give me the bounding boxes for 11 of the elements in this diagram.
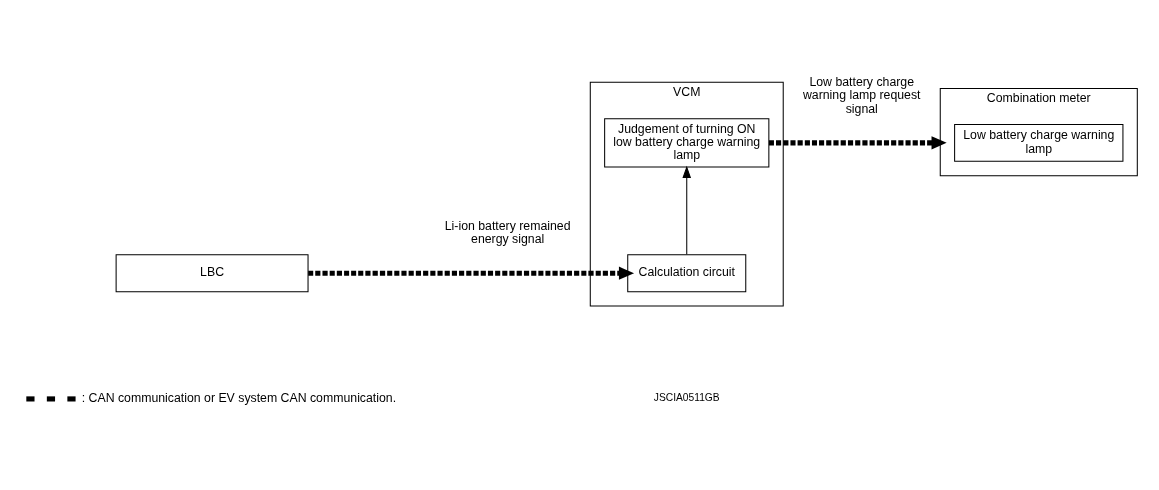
- arrow: [768, 135, 947, 149]
- label: JSCIA0511GB: [653, 391, 720, 403]
- edge-label: Low battery charge warning lamp request signal: [802, 74, 921, 116]
- arrow: [308, 266, 635, 280]
- legend-label: : CAN communication or EV system CAN communication.: [81, 390, 397, 405]
- edge-label: Li-ion battery remained energy signal: [444, 218, 571, 246]
- node-box: LBC: [115, 253, 309, 292]
- arrow: [682, 165, 692, 255]
- node-box: Low battery charge warning lamp: [954, 123, 1124, 162]
- node-box: Calculation circuit: [627, 253, 747, 292]
- node-box: Judgement of turning ON low battery charge warning lamp: [604, 117, 770, 167]
